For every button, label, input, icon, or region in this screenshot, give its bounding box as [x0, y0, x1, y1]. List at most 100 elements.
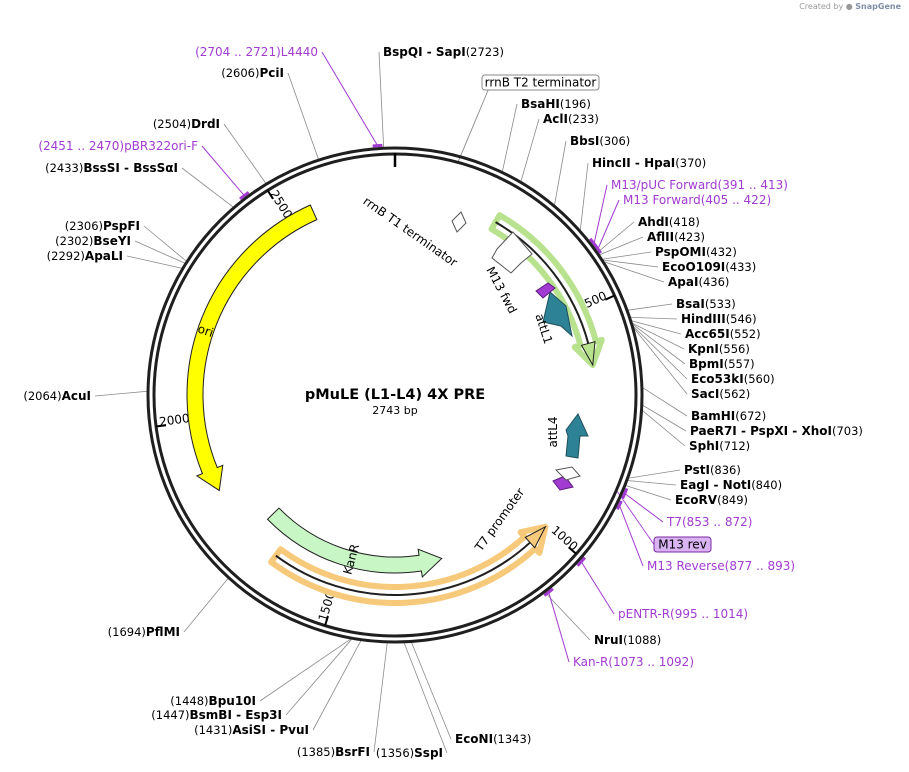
- primer-name: Kan-R: [573, 655, 608, 669]
- enzyme-site-saci[interactable]: SacI(562): [691, 387, 750, 401]
- leader-line-bsssi-bsss-i: [181, 167, 235, 209]
- feature-arrowhead-segment-2: [524, 525, 547, 549]
- enzyme-position: (2302): [55, 234, 93, 248]
- leader-line-hindiii: [629, 316, 678, 320]
- enzyme-site-bsssi-bsss-i[interactable]: (2433)BssSI - BssSαI: [45, 161, 178, 175]
- enzyme-name: AhdI: [638, 215, 669, 229]
- primer-label-m13-forward[interactable]: M13 Forward(405 .. 422): [623, 193, 771, 207]
- primer-label-pentr-r[interactable]: pENTR-R(995 .. 1014): [618, 607, 748, 621]
- enzyme-site-ecorv[interactable]: EcoRV(849): [675, 493, 748, 507]
- enzyme-name: Bpu10I: [209, 694, 256, 708]
- enzyme-position: (2064): [23, 389, 61, 403]
- enzyme-site-apai[interactable]: ApaI(436): [668, 275, 729, 289]
- feature-arrow-kanr[interactable]: [266, 507, 443, 578]
- enzyme-name: EcoNI: [455, 732, 493, 746]
- leader-line-drdi: [223, 123, 267, 185]
- enzyme-position: (1088): [623, 633, 661, 647]
- enzyme-site-drdi[interactable]: (2504)DrdI: [153, 117, 220, 131]
- enzyme-site-acui[interactable]: (2064)AcuI: [23, 389, 91, 403]
- feature-m13-fwd-arrow[interactable]: [535, 282, 556, 299]
- enzyme-position: (703): [832, 424, 863, 438]
- enzyme-site-aflii[interactable]: AflII(423): [647, 230, 705, 244]
- enzyme-position: (557): [724, 357, 755, 371]
- feature-rrnb-t1-terminator-arrow[interactable]: [491, 231, 533, 274]
- enzyme-name: PaeR7I - PspXI - XhoI: [690, 424, 832, 438]
- enzyme-name: BpmI: [689, 357, 724, 371]
- leader-line-bamhi: [641, 386, 688, 417]
- tick-1500: [324, 615, 329, 626]
- primer-label-t7[interactable]: T7(853 .. 872): [666, 515, 752, 529]
- feature-label-attl4: attL4: [546, 416, 560, 447]
- enzyme-site-bsrfi[interactable]: (1385)BsrFI: [297, 745, 370, 759]
- enzyme-site-asisi-pvui[interactable]: (1431)AsiSI - PvuI: [194, 723, 309, 737]
- boxed-label-frame-m13-rev: [653, 536, 712, 553]
- enzyme-name: SspI: [414, 746, 443, 760]
- enzyme-site-eagi-noti[interactable]: EagI - NotI(840): [680, 478, 782, 492]
- enzyme-site-hindiii[interactable]: HindIII(546): [681, 312, 757, 326]
- leader-line-sphi: [641, 409, 686, 447]
- enzyme-name: BseYI: [93, 234, 131, 248]
- enzyme-site-sphi[interactable]: SphI(712): [689, 439, 750, 453]
- leader-line-bpu10i: [259, 637, 353, 702]
- enzyme-site-bsmbi-esp3i[interactable]: (1447)BsmBI - Esp3I: [151, 708, 282, 722]
- primer-leader-l4440: [321, 51, 378, 146]
- enzyme-position: (533): [705, 297, 736, 311]
- primer-range: (405 .. 422): [701, 193, 771, 207]
- leader-line-saci: [631, 325, 688, 395]
- enzyme-site-bpmi[interactable]: BpmI(557): [689, 357, 755, 371]
- enzyme-site-bseyi[interactable]: (2302)BseYI: [55, 234, 131, 248]
- enzyme-site-bspqi-sapi[interactable]: BspQI - SapI(2723): [383, 45, 504, 59]
- primer-label-pbr322ori-f[interactable]: (2451 .. 2470)pBR322ori-F: [38, 139, 198, 153]
- enzyme-site-bbsi[interactable]: BbsI(306): [570, 134, 630, 148]
- enzyme-position: (1448): [170, 694, 208, 708]
- enzyme-site-bamhi[interactable]: BamHI(672): [691, 409, 766, 423]
- enzyme-site-ahdi[interactable]: AhdI(418): [638, 215, 700, 229]
- enzyme-site-paer7i-pspxi-xhoi[interactable]: PaeR7I - PspXI - XhoI(703): [690, 424, 863, 438]
- enzyme-position: (1431): [194, 723, 232, 737]
- feature-arrow-ori[interactable]: [186, 204, 318, 492]
- enzyme-position: (849): [717, 493, 748, 507]
- enzyme-site-hincii-hpai[interactable]: HincII - HpaI(370): [592, 156, 706, 170]
- feature-t7-promoter-arrow[interactable]: [552, 475, 574, 491]
- primer-site-pentr-r: [576, 556, 586, 567]
- primer-label-m13-puc-forward[interactable]: M13/pUC Forward(391 .. 413): [611, 178, 788, 192]
- enzyme-site-bsahi[interactable]: BsaHI(196): [521, 97, 591, 111]
- enzyme-site-bpu10i[interactable]: (1448)Bpu10I: [170, 694, 256, 708]
- feature-attl1-arrow[interactable]: [542, 291, 573, 338]
- primer-name: M13 Reverse: [647, 559, 725, 573]
- enzyme-site-sspi[interactable]: (1356)SspI: [376, 746, 443, 760]
- enzyme-site-bsai[interactable]: BsaI(533): [676, 297, 736, 311]
- enzyme-site-acli[interactable]: AclI(233): [543, 112, 599, 126]
- enzyme-site-apali[interactable]: (2292)ApaLI: [47, 249, 123, 263]
- enzyme-site-pflmi[interactable]: (1694)PflMI: [108, 625, 180, 639]
- tick-2000: [155, 424, 167, 428]
- enzyme-name: SacI: [691, 387, 719, 401]
- enzyme-site-pspfi[interactable]: (2306)PspFI: [65, 219, 140, 233]
- snapgene-credit: Created by ● SnapGene: [799, 2, 901, 11]
- enzyme-site-pspomi[interactable]: PspOMI(432): [655, 245, 737, 259]
- leader-line-bpmi: [631, 322, 686, 365]
- boxed-label-rrnb-t2-terminator[interactable]: rrnB T2 terminator: [485, 76, 597, 90]
- enzyme-site-kpni[interactable]: KpnI(556): [688, 342, 750, 356]
- enzyme-position: (370): [675, 156, 706, 170]
- enzyme-site-acc65i[interactable]: Acc65I(552): [685, 327, 761, 341]
- boxed-leader-rrnb-t2-terminator: [457, 90, 489, 164]
- leader-line-acc65i: [630, 320, 682, 335]
- primer-label-kan-r[interactable]: Kan-R(1073 .. 1092): [573, 655, 694, 669]
- enzyme-name: EcoO109I: [662, 260, 725, 274]
- primer-label-m13-reverse[interactable]: M13 Reverse(877 .. 893): [647, 559, 795, 573]
- enzyme-site-ecoo109i[interactable]: EcoO109I(433): [662, 260, 756, 274]
- leader-lines: [94, 51, 688, 754]
- feature-attl4-arrow[interactable]: [565, 413, 589, 459]
- enzyme-site-pcii[interactable]: (2606)PciI: [221, 66, 284, 80]
- primer-range: (853 .. 872): [682, 515, 752, 529]
- enzyme-site-psti[interactable]: PstI(836): [684, 463, 741, 477]
- leader-line-pflmi: [183, 577, 229, 633]
- enzyme-site-econi[interactable]: EcoNI(1343): [455, 732, 531, 746]
- enzyme-name: BsmBI - Esp3I: [190, 708, 282, 722]
- primer-label-l4440[interactable]: (2704 .. 2721)L4440: [195, 45, 318, 59]
- boxed-label-m13-rev[interactable]: M13 rev: [658, 538, 707, 552]
- enzyme-site-eco53ki[interactable]: Eco53kI(560): [691, 372, 775, 386]
- enzyme-site-nrui[interactable]: NruI(1088): [594, 633, 661, 647]
